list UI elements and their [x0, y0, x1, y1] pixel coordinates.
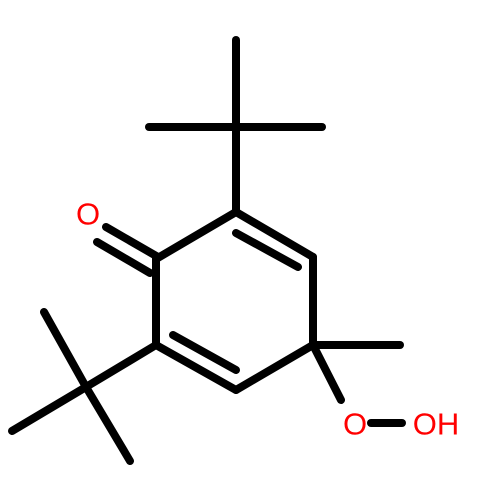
left-tert-butyl-group — [8, 308, 160, 465]
bond-left-methyl-down — [82, 383, 134, 465]
bond-carbonyl-double-b — [93, 238, 154, 277]
carbonyl-oxygen-label: O — [76, 197, 100, 232]
top-tert-butyl-group — [145, 36, 326, 216]
bond-c6-to-quaternary-carbon — [82, 341, 160, 391]
ring-bonds — [152, 208, 317, 394]
carbonyl-group — [93, 223, 162, 277]
bond-left-methyl-left — [8, 383, 90, 435]
peroxide-oxygen-label: O — [343, 407, 367, 442]
hydroxyl-label: OH — [413, 407, 460, 442]
bond-c4-to-peroxide-oxygen — [309, 341, 345, 404]
bond-c2-to-c3 — [232, 208, 317, 261]
bond-c2-c3-double-inner — [232, 229, 302, 271]
bond-c5-c6-double-inner — [169, 331, 240, 374]
c4-substituents — [309, 341, 406, 427]
bond-carbonyl-c-to-c2 — [152, 208, 240, 263]
atom-labels: O O OH — [76, 197, 459, 442]
bond-c4-to-c5 — [232, 341, 317, 394]
bond-c5-to-c6 — [152, 341, 240, 394]
bond-left-methyl-up — [40, 308, 90, 391]
bond-carbonyl-double-a — [102, 223, 162, 261]
